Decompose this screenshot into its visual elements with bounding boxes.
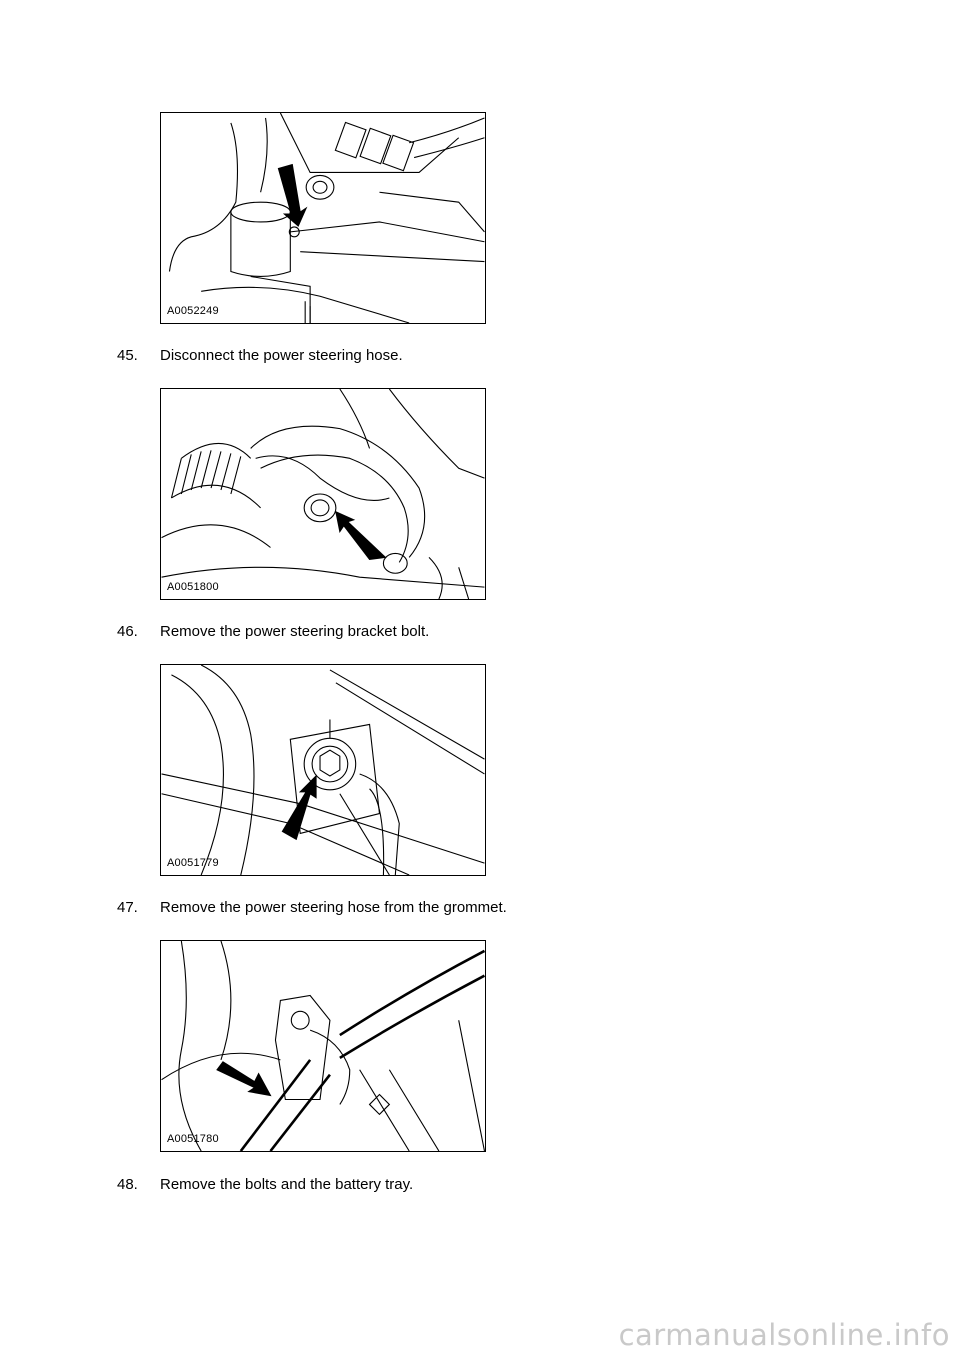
step-46: 46. Remove the power steering bracket bol…: [117, 623, 429, 640]
step-number: 45.: [117, 347, 138, 364]
illustration-figure: A0051779: [160, 664, 486, 876]
step-text: Remove the power steering bracket bolt.: [160, 623, 430, 640]
figure-id: A0051780: [167, 1133, 219, 1145]
steering-bracket-bolt-drawing: [161, 665, 485, 875]
power-steering-hose-drawing: [161, 389, 485, 599]
power-steering-reservoir-drawing: [168, 113, 485, 323]
step-text: Remove the power steering hose from the …: [160, 899, 507, 916]
step-number: 47.: [117, 899, 138, 916]
step-number: 46.: [117, 623, 138, 640]
hose-grommet-drawing: [161, 941, 485, 1151]
step-45: 45. Disconnect the power steering hose.: [117, 347, 403, 364]
step-text: Remove the bolts and the battery tray.: [160, 1176, 414, 1193]
step-number: 48.: [117, 1176, 138, 1193]
step-47: 47. Remove the power steering hose from t…: [117, 899, 507, 916]
figure-id: A0051800: [167, 581, 219, 593]
illustration-figure: A0052249: [160, 112, 486, 324]
illustration-figure: A0051800: [160, 388, 486, 600]
step-text: Disconnect the power steering hose.: [160, 347, 403, 364]
figure-id: A0051779: [167, 857, 219, 869]
step-48: 48. Remove the bolts and the battery tray…: [117, 1176, 413, 1193]
illustration-figure: A0051780: [160, 940, 486, 1152]
figure-id: A0052249: [167, 305, 219, 317]
site-watermark: carmanualsonline.info: [618, 1318, 950, 1352]
